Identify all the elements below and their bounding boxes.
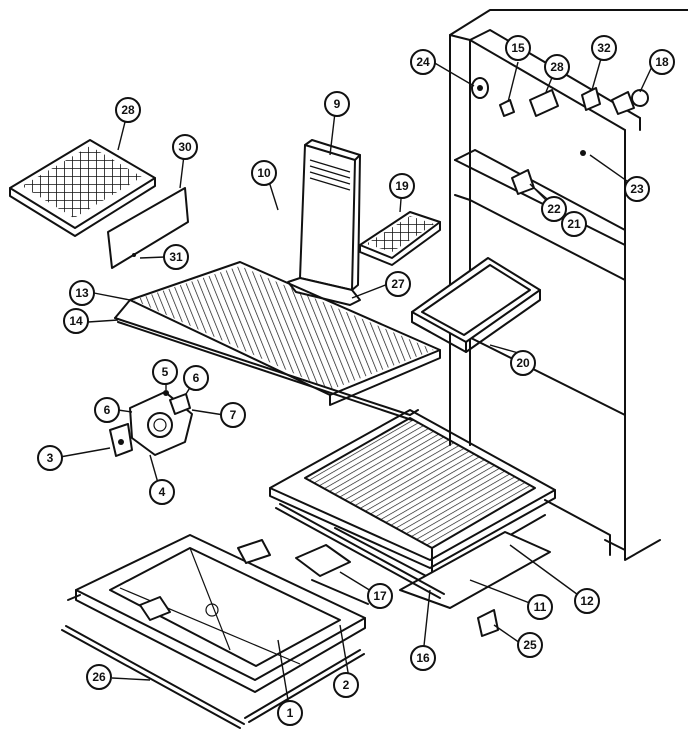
callout-4: 4 [149,479,175,505]
callout-6-upper: 6 [183,365,209,391]
callout-11: 11 [527,594,553,620]
callout-25: 25 [517,632,543,658]
svg-text:32: 32 [597,41,611,55]
svg-text:31: 31 [169,250,183,264]
glass-shelf [269,409,556,581]
trim-strips [61,594,365,729]
main-wire-shelf [114,261,441,421]
svg-text:1: 1 [287,706,294,720]
ice-tray [359,211,441,266]
crisper-bin [411,257,541,353]
cabinet [449,9,688,561]
slides [275,503,445,605]
callout-27: 27 [385,271,411,297]
svg-text:5: 5 [162,365,169,379]
svg-text:10: 10 [257,166,271,180]
svg-text:21: 21 [567,217,581,231]
svg-text:24: 24 [416,55,430,69]
callout-20: 20 [510,350,536,376]
svg-text:6: 6 [193,371,200,385]
small-parts [471,77,649,637]
svg-text:11: 11 [534,600,547,614]
svg-text:9: 9 [334,97,341,111]
callout-19: 19 [389,173,415,199]
svg-text:19: 19 [395,179,409,193]
callout-14: 14 [63,308,89,334]
svg-text:3: 3 [47,451,54,465]
callout-6-lower: 6 [94,397,120,423]
callout-31: 31 [163,244,189,270]
callout-30: 30 [172,134,198,160]
svg-text:23: 23 [630,182,644,196]
freezer-wire-shelf [9,139,156,237]
air-duct [287,139,361,306]
callout-3: 3 [37,445,63,471]
callout-32: 32 [591,35,617,61]
svg-text:20: 20 [516,356,530,370]
callout-16: 16 [410,645,436,671]
callout-26: 26 [86,664,112,690]
callout-1: 1 [277,700,303,726]
drawer-plate [399,531,551,609]
svg-text:12: 12 [580,594,594,608]
callout-28-right: 28 [544,54,570,80]
svg-text:25: 25 [523,638,537,652]
svg-text:18: 18 [655,55,669,69]
callout-9: 9 [324,91,350,117]
svg-text:4: 4 [159,485,166,499]
callout-21: 21 [561,211,587,237]
callout-2: 2 [333,672,359,698]
svg-text:28: 28 [121,103,135,117]
divider-plate [107,187,189,269]
svg-text:17: 17 [373,589,387,603]
callout-15: 15 [505,35,531,61]
callout-7: 7 [220,402,246,428]
callout-10: 10 [251,160,277,186]
svg-text:15: 15 [511,41,525,55]
callout-17: 17 [367,583,393,609]
svg-text:14: 14 [69,314,83,328]
damper-control-assembly [109,390,193,457]
callout-13: 13 [69,280,95,306]
svg-text:26: 26 [92,670,106,684]
svg-text:13: 13 [75,286,89,300]
callout-5: 5 [152,359,178,385]
callout-22: 22 [541,196,567,222]
callout-28-left: 28 [115,97,141,123]
svg-text:16: 16 [416,651,430,665]
svg-text:27: 27 [391,277,405,291]
svg-text:7: 7 [230,408,237,422]
callout-24: 24 [410,49,436,75]
callout-12: 12 [574,588,600,614]
svg-text:2: 2 [343,678,350,692]
callout-18: 18 [649,49,675,75]
svg-text:28: 28 [550,60,564,74]
svg-text:22: 22 [547,202,561,216]
callout-23: 23 [624,176,650,202]
svg-text:30: 30 [178,140,192,154]
svg-text:6: 6 [104,403,111,417]
